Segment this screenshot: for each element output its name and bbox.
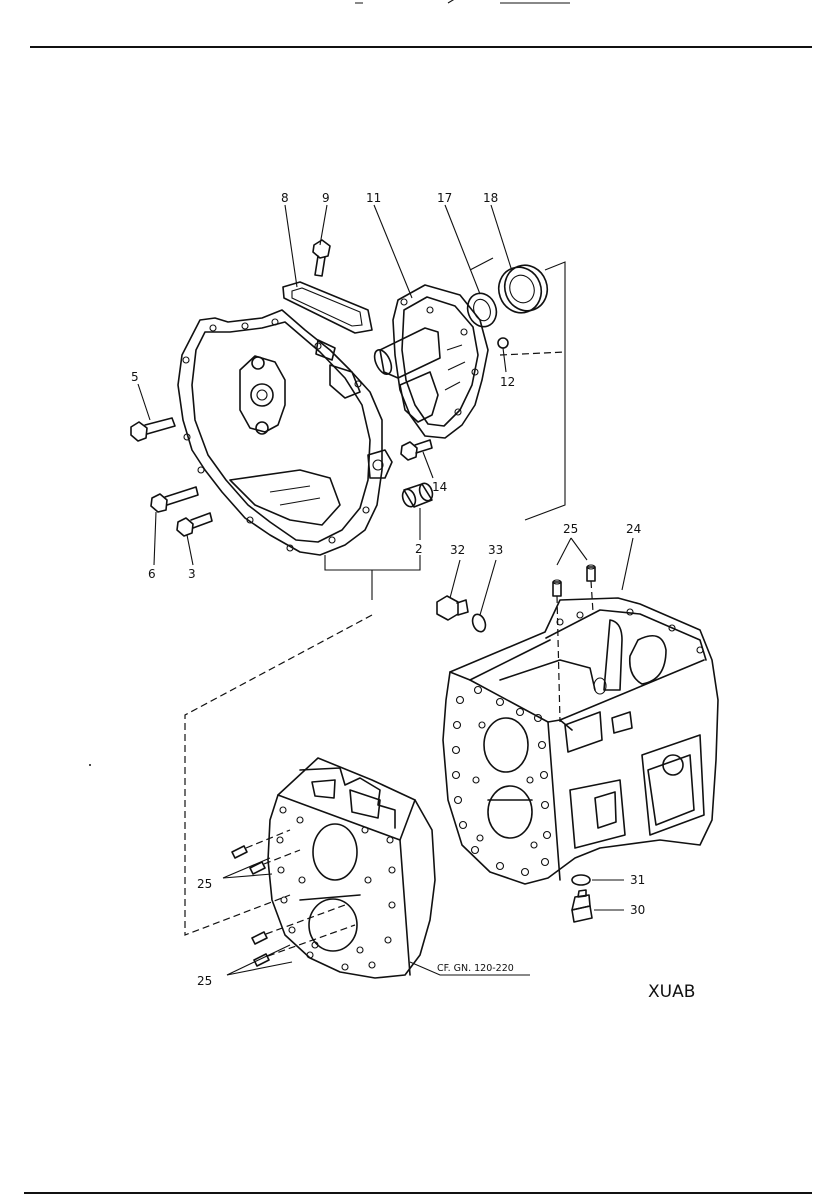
callout-24: 24 xyxy=(626,522,641,536)
callout-14: 14 xyxy=(432,480,447,494)
callout-33: 33 xyxy=(488,543,503,557)
dowel-pin xyxy=(249,861,266,875)
reference-note: CF. GN. 120-220 xyxy=(437,963,514,974)
callout-labels: 8 9 11 17 18 12 5 14 6 3 2 32 33 25 24 3… xyxy=(131,191,645,988)
bolt xyxy=(130,417,176,442)
bolt-hole-pattern xyxy=(451,608,704,877)
cropped-header-marks xyxy=(355,0,570,4)
dowel-pin xyxy=(231,845,248,859)
callout-25: 25 xyxy=(197,877,212,891)
dowel-pin xyxy=(251,931,268,945)
seal-ring xyxy=(466,292,498,328)
callout-12: 12 xyxy=(500,375,515,389)
oil-seal xyxy=(497,264,549,314)
gasket xyxy=(282,281,373,334)
callout-11: 11 xyxy=(366,191,381,205)
callout-18: 18 xyxy=(483,191,498,205)
speck xyxy=(89,764,91,766)
drain-plug xyxy=(571,889,593,923)
drawing-code: XUAB xyxy=(648,982,695,1002)
leader-lines xyxy=(137,204,634,976)
clutch-housing xyxy=(177,309,393,556)
dowel-pin xyxy=(586,564,596,582)
callout-2: 2 xyxy=(415,542,423,556)
callout-32: 32 xyxy=(450,543,465,557)
o-ring xyxy=(497,337,509,349)
callout-31: 31 xyxy=(630,873,645,887)
callout-6: 6 xyxy=(148,567,156,581)
dowel-leader xyxy=(245,829,356,957)
dowel-pin xyxy=(253,953,270,967)
callout-5: 5 xyxy=(131,370,139,384)
callout-9: 9 xyxy=(322,191,330,205)
transmission-case xyxy=(442,597,719,885)
washer xyxy=(471,613,487,633)
dowel-leader xyxy=(556,580,594,723)
reference-leader xyxy=(409,961,530,976)
callout-30: 30 xyxy=(630,903,645,917)
plug xyxy=(436,595,469,621)
callout-25: 25 xyxy=(197,974,212,988)
assembly-lines xyxy=(184,261,566,936)
callout-8: 8 xyxy=(281,191,289,205)
bolt xyxy=(176,512,213,537)
callout-3: 3 xyxy=(188,567,196,581)
front-cover-guide xyxy=(373,284,489,439)
dowel-pin xyxy=(552,579,562,597)
bolt xyxy=(400,439,433,461)
bushing xyxy=(401,482,434,508)
washer xyxy=(571,874,591,886)
callout-17: 17 xyxy=(437,191,452,205)
callout-25: 25 xyxy=(563,522,578,536)
rear-case-reference xyxy=(267,757,436,979)
bolt xyxy=(150,486,199,513)
bolt xyxy=(312,239,331,277)
